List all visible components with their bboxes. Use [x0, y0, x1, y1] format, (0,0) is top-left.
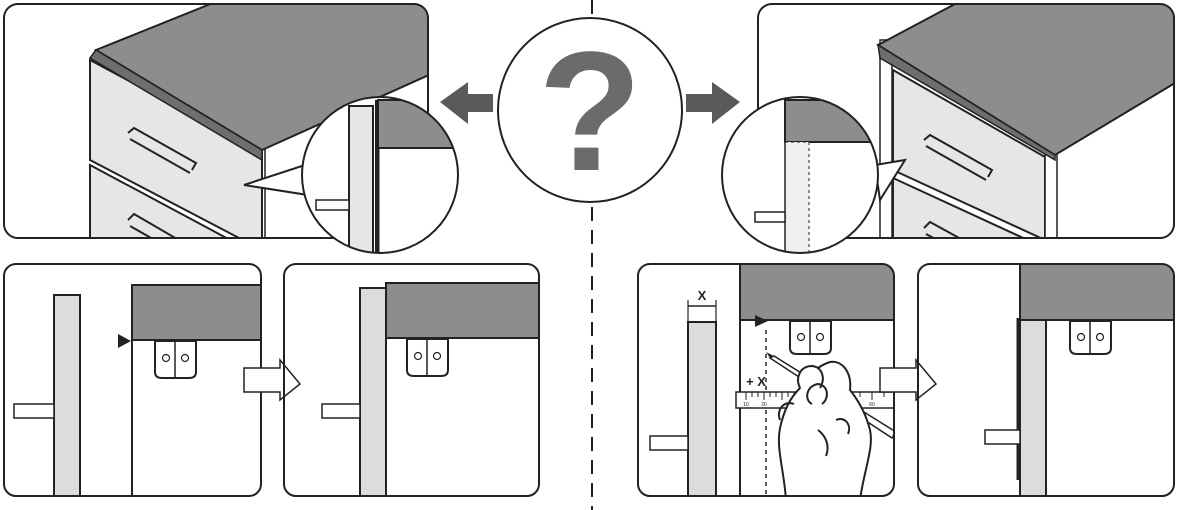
panel-step-3: X + X: [637, 263, 895, 497]
hinge-bracket: [406, 338, 449, 377]
side-panel-detail: [348, 105, 374, 253]
worktop: [739, 264, 894, 321]
drawer-front: [89, 163, 263, 238]
gap-label: X: [698, 288, 707, 303]
alignment-marker-icon: [755, 315, 768, 327]
ruler-tick-label: 20: [761, 402, 767, 408]
hand-icon: [777, 360, 872, 496]
drawer-handle: [127, 126, 198, 174]
offset-label: + X: [746, 374, 766, 389]
panel-step-1: [3, 263, 262, 497]
step-arrow-icon: [243, 357, 302, 402]
side-panel-detail: [784, 141, 810, 253]
alignment-marker-icon: [118, 334, 131, 348]
panel-top-left-cabinet: [3, 3, 459, 254]
hinge-bracket: [789, 320, 832, 355]
question-mark: ?: [538, 17, 642, 207]
step-arrow-icon: [879, 357, 938, 402]
ruler-tick-label: 10: [743, 402, 749, 408]
worktop: [131, 284, 261, 341]
hinge-bracket: [1069, 320, 1112, 355]
magnifier-lens: [301, 96, 459, 254]
drawer-front: [892, 68, 1046, 238]
drawer-handle: [923, 133, 994, 181]
drawer-handle: [923, 220, 993, 238]
panel-step-2: [283, 263, 540, 497]
panel-top-right-cabinet: [721, 3, 1175, 254]
drawer-front: [892, 176, 1046, 238]
question-circle: ?: [497, 17, 683, 207]
arrow-right-icon: [686, 82, 740, 124]
hinge-bracket: [154, 340, 197, 379]
drawer-handle: [127, 212, 197, 238]
arrow-left-icon: [440, 82, 493, 124]
ruler-tick-label: 60: [869, 402, 875, 408]
panel-step-4: [917, 263, 1175, 497]
worktop: [1019, 264, 1174, 321]
worktop: [385, 282, 539, 339]
